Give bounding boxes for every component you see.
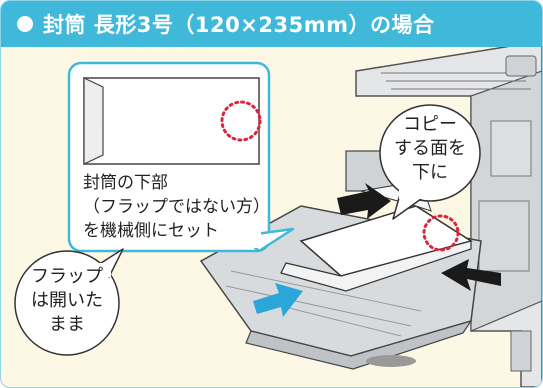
note-line-1: 封筒の下部 — [83, 173, 168, 193]
insert-direction-icon — [253, 283, 303, 317]
copier-body — [355, 47, 542, 387]
envelope-icon — [83, 77, 260, 165]
note-line-3: を機械側にセット — [83, 221, 219, 241]
flap-line-3: まま — [49, 314, 85, 335]
speech-bubble-copy — [379, 104, 481, 220]
copy-line-2: する面を — [394, 138, 466, 159]
flap-bubble-text: フラップ は開いた まま — [15, 265, 119, 337]
flap-line-1: フラップ — [31, 266, 103, 287]
note-line-2: （フラップではない方） — [83, 197, 270, 217]
panel-header: 封筒 長形3号（120×235mm）の場合 — [1, 1, 542, 47]
flap-line-2: は開いた — [31, 290, 103, 311]
speech-bubble-flap — [14, 248, 124, 356]
guide-arrow-icon — [337, 183, 501, 291]
flap-marker-icon — [220, 100, 262, 142]
bullet-icon — [17, 16, 33, 32]
copy-line-3: 下に — [412, 162, 448, 183]
copier-envelope-illustration — [14, 47, 542, 387]
copy-bubble-text: コピー する面を 下に — [381, 113, 479, 185]
copy-line-1: コピー — [403, 114, 457, 135]
note-text: 封筒の下部 （フラップではない方） を機械側にセット — [83, 171, 270, 243]
flap-marker-on-tray — [422, 214, 460, 252]
panel-title: 封筒 長形3号（120×235mm）の場合 — [43, 13, 435, 37]
